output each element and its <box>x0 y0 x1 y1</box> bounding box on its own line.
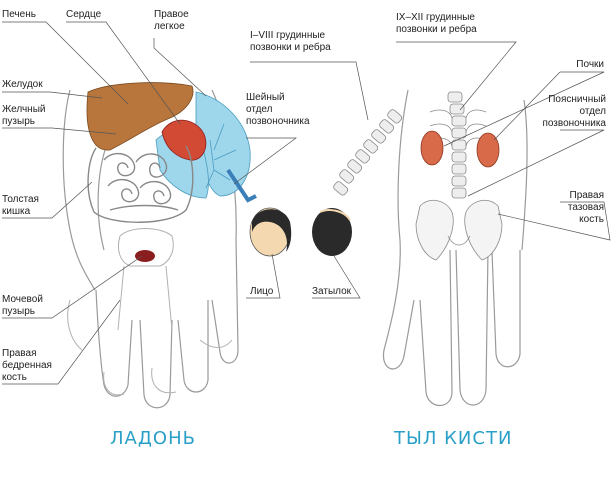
label-femur: Правая бедренная кость <box>2 348 52 384</box>
label-face: Лицо <box>250 286 273 298</box>
caption-back-of-hand: ТЫЛ КИСТИ <box>394 428 512 449</box>
label-liver: Печень <box>2 9 36 21</box>
nape-illustration <box>312 208 352 256</box>
label-bladder: Мочевой пузырь <box>2 294 43 318</box>
label-heart: Сердце <box>66 9 101 21</box>
caption-palm: ЛАДОНЬ <box>110 428 196 449</box>
label-cervical: Шейный отдел позвоночника <box>246 92 310 128</box>
label-nape: Затылок <box>312 286 351 298</box>
label-colon: Толстая кишка <box>2 194 39 218</box>
bladder-organ <box>135 250 155 262</box>
label-thoracic-1-8: I–VIII грудинные позвонки и ребра <box>250 30 331 54</box>
pelvis-illustration <box>416 200 502 260</box>
leader-lines <box>2 22 610 384</box>
face-illustration <box>250 208 291 256</box>
label-lumbar: Поясничный отдел позвоночника <box>524 94 606 130</box>
label-stomach: Желудок <box>2 79 43 91</box>
label-pelvic: Правая тазовая кость <box>540 190 604 226</box>
label-right-lung: Правое легкое <box>154 9 189 33</box>
label-thoracic-9-12: IX–XII грудинные позвонки и ребра <box>396 12 477 36</box>
label-kidneys: Почки <box>540 59 604 71</box>
label-gallbladder: Желчный пузырь <box>2 104 45 128</box>
cervical-spine-illustration <box>332 108 403 196</box>
kidney-left-organ <box>421 131 443 165</box>
